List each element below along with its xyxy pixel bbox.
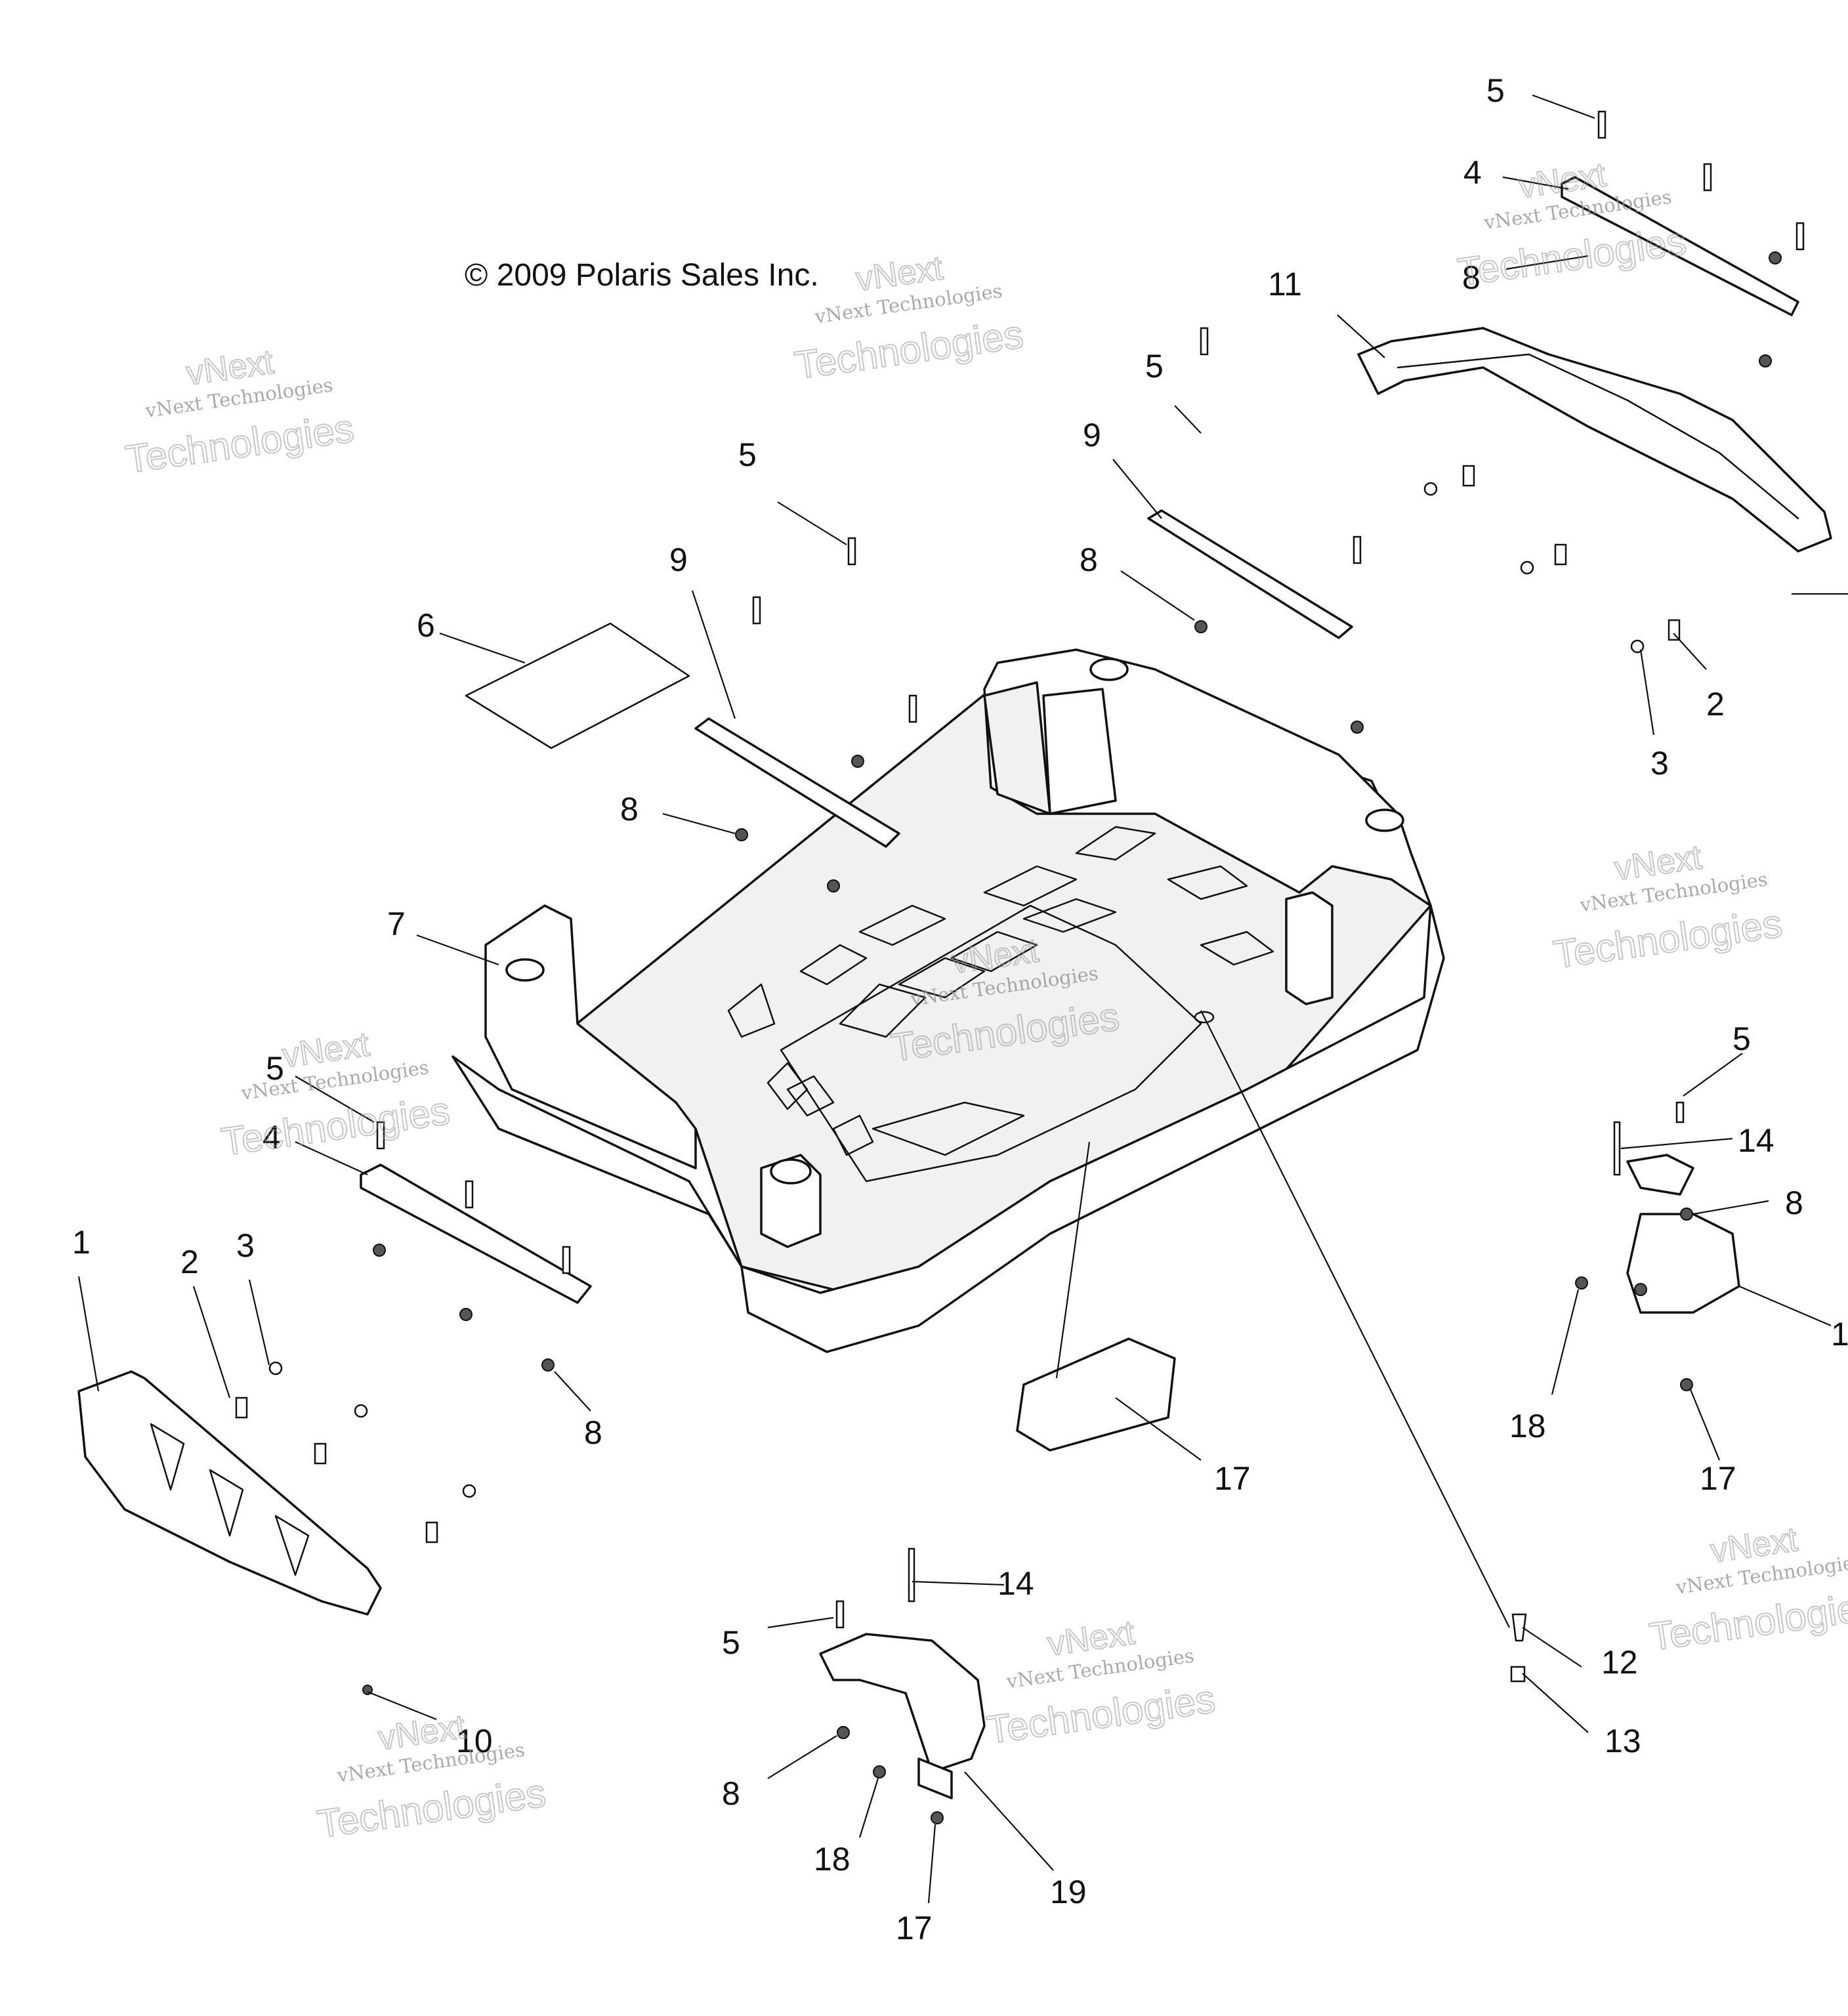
callout-8: 8: [1785, 1185, 1803, 1221]
callout-18: 18: [1509, 1408, 1546, 1444]
decal-part-6: [465, 622, 690, 749]
bar-part-4-upper: [1561, 176, 1799, 316]
callout-3: 3: [1650, 745, 1669, 782]
callout-1: 1: [1831, 1316, 1848, 1353]
callout-8: 8: [584, 1414, 602, 1451]
handle-part-19: [819, 1633, 986, 1773]
callout-10: 10: [456, 1723, 493, 1759]
callout-4: 4: [262, 1119, 281, 1156]
copyright-text: © 2009 Polaris Sales Inc.: [465, 258, 819, 293]
callout-18: 18: [814, 1841, 850, 1878]
callout-19: 19: [1050, 1874, 1087, 1910]
bracket-part-9-left: [694, 717, 900, 848]
callout-5: 5: [1732, 1020, 1751, 1057]
hardware-group: [235, 110, 1805, 1824]
callout-14: 14: [1738, 1122, 1774, 1159]
callout-16: 17: [896, 1910, 933, 1946]
cargo-rack-part-7: [452, 648, 1445, 1353]
callout-labels: 5 4 8 11 5 9 8 5 9 6 8 7 5 4 1 2 3 8 10 …: [72, 72, 1848, 1946]
callout-4: 4: [1463, 154, 1482, 191]
callout-17: 17: [1214, 1460, 1251, 1497]
callout-8: 8: [1080, 541, 1098, 578]
callout-14: 14: [998, 1565, 1034, 1602]
callout-5: 5: [1145, 348, 1164, 385]
callout-8: 8: [620, 791, 639, 828]
leader-lines: [77, 94, 1848, 1904]
callout-16: 17: [1700, 1460, 1736, 1497]
callout-5: 5: [722, 1624, 740, 1661]
callout-7: 7: [387, 906, 406, 942]
callout-12: 12: [1601, 1644, 1638, 1681]
callout-5: 5: [266, 1050, 284, 1087]
callout-6: 6: [417, 607, 435, 644]
callout-13: 13: [1605, 1723, 1641, 1759]
bracket-part-1-right: [1626, 1154, 1694, 1196]
panel-part-1-left: [77, 1370, 382, 1616]
callout-2: 2: [180, 1244, 199, 1280]
rail-part-11: [1357, 327, 1832, 553]
callout-2: 2: [1706, 686, 1725, 723]
callout-8: 8: [722, 1775, 740, 1812]
callout-11: 11: [1268, 266, 1302, 303]
callout-1: 1: [72, 1224, 91, 1261]
callout-9: 9: [1083, 417, 1101, 453]
handle-part-1-right: [1626, 1213, 1740, 1314]
callout-5: 5: [1486, 72, 1505, 109]
pad-part-17: [1016, 1337, 1176, 1452]
callout-8: 8: [1462, 259, 1480, 296]
bar-part-4-lower: [360, 1164, 592, 1304]
bracket-part-9-right: [1147, 509, 1353, 639]
callout-9: 9: [669, 541, 688, 578]
callout-3: 3: [236, 1227, 255, 1264]
callout-5: 5: [738, 436, 757, 473]
